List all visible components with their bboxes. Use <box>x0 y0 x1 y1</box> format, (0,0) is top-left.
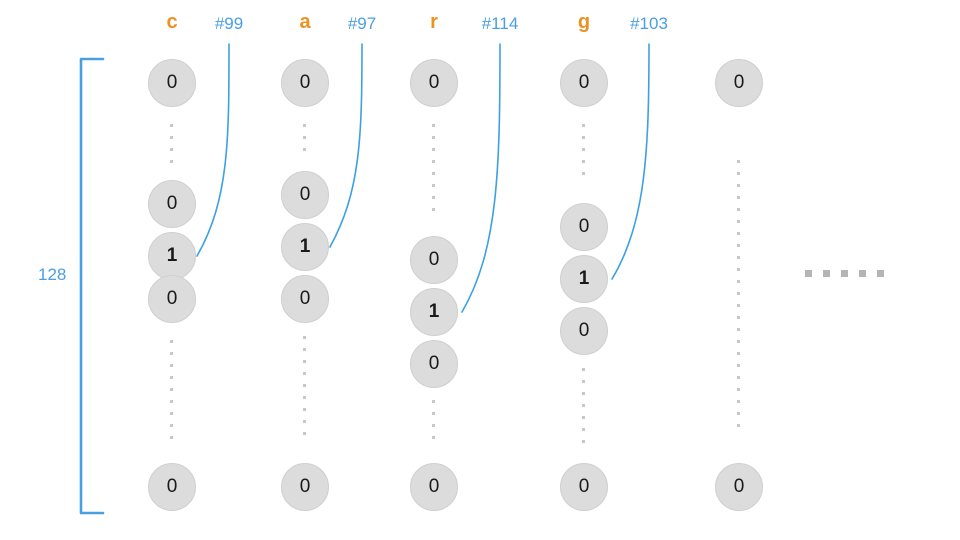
dimension-label: 128 <box>38 265 67 284</box>
dimension-bracket <box>79 57 105 515</box>
ellipsis-dots-c-lower <box>170 340 173 448</box>
ellipsis-dots-g-upper <box>582 124 585 184</box>
cell-r-last: 0 <box>410 463 458 511</box>
cell-g-hot: 1 <box>560 255 608 303</box>
ellipsis-dots-r-upper <box>432 124 435 220</box>
cell-c-0: 0 <box>148 59 196 107</box>
cell-a-2: 0 <box>281 275 329 323</box>
ellipsis-dots-r-lower <box>432 400 435 448</box>
cell-r-hot: 1 <box>410 288 458 336</box>
code-label-g: #103 <box>630 14 668 33</box>
ellipsis-dots-a-lower <box>303 336 306 444</box>
char-label-a: a <box>299 11 311 33</box>
cell-g-last: 0 <box>560 463 608 511</box>
cell-a-0: 0 <box>281 59 329 107</box>
cell-a-hot: 1 <box>281 223 329 271</box>
cell-g-2: 0 <box>560 307 608 355</box>
cell-a-last: 0 <box>281 463 329 511</box>
code-label-c: #99 <box>214 14 244 33</box>
cell-r-0: 0 <box>410 59 458 107</box>
cell-c-2: 0 <box>148 275 196 323</box>
cell-g-1: 0 <box>560 203 608 251</box>
cell-a-1: 0 <box>281 171 329 219</box>
cell-c-last: 0 <box>148 463 196 511</box>
horizontal-ellipsis <box>805 270 895 277</box>
connector-curve-g <box>611 43 650 280</box>
cell-c-hot: 1 <box>148 232 196 280</box>
connector-curve-r <box>461 43 501 313</box>
ellipsis-dots-cont <box>737 160 740 436</box>
code-label-a: #97 <box>347 14 377 33</box>
cell-r-2: 0 <box>410 340 458 388</box>
cell-c-1: 0 <box>148 180 196 228</box>
connector-curve-c <box>196 43 230 257</box>
cell-cont-last: 0 <box>715 463 763 511</box>
ellipsis-dots-g-lower <box>582 368 585 452</box>
char-label-r: r <box>430 11 438 33</box>
cell-cont-0: 0 <box>715 59 763 107</box>
cell-g-0: 0 <box>560 59 608 107</box>
code-label-r: #114 <box>481 14 519 33</box>
ellipsis-dots-a-upper <box>303 124 306 160</box>
cell-r-1: 0 <box>410 236 458 284</box>
char-label-c: c <box>166 11 178 33</box>
ellipsis-dots-c-upper <box>170 124 173 172</box>
char-label-g: g <box>577 11 591 33</box>
connector-curve-a <box>329 43 363 248</box>
